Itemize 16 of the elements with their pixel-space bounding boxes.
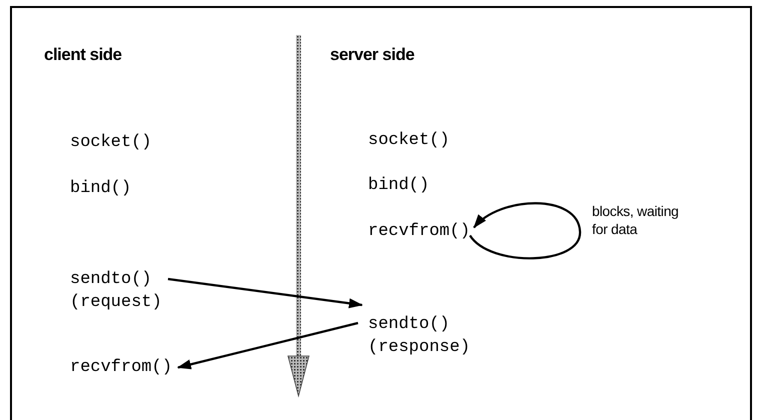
arrow [168,278,363,308]
arrow [469,202,582,260]
arrow [177,322,358,370]
function-call: (request) [70,292,162,314]
function-call: recvfrom() [368,221,470,243]
function-call: (response) [368,337,470,359]
function-call: socket() [70,132,152,154]
column-heading: server side [330,44,414,66]
edge-label: blocks, waiting for data [592,202,680,238]
function-call: recvfrom() [70,357,172,379]
function-call: bind() [368,175,430,197]
function-call: bind() [70,178,132,200]
function-call: sendto() [70,269,153,291]
function-call: sendto() [368,314,451,336]
column-heading: client side [44,44,122,66]
function-call: socket() [368,130,450,152]
